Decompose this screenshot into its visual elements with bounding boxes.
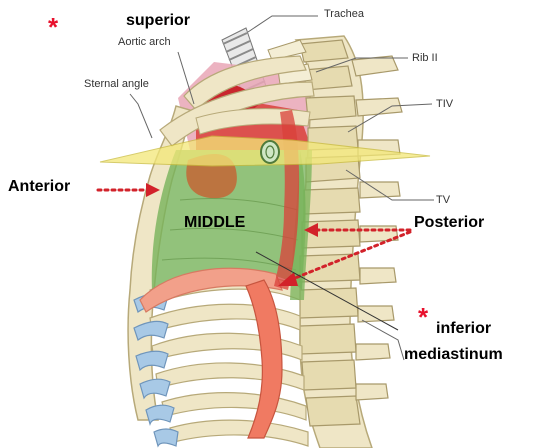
aortic-arch-label: Aortic arch <box>118 36 171 48</box>
mediastinum-label: mediastinum <box>404 346 503 364</box>
posterior-label: Posterior <box>414 214 484 232</box>
anterior-label: Anterior <box>8 178 70 196</box>
superior-label: superior <box>126 12 190 30</box>
trachea-label: Trachea <box>324 8 364 20</box>
rib-ii-label: Rib II <box>412 52 438 64</box>
tiv-label: TIV <box>436 98 453 110</box>
inferior-star-marker: * <box>418 302 428 333</box>
middle-label: MIDDLE <box>184 214 245 232</box>
sternal-angle-label: Sternal angle <box>84 78 149 90</box>
superior-star-marker: * <box>48 12 58 43</box>
inferior-label: inferior <box>436 320 491 338</box>
tv-label: TV <box>436 194 450 206</box>
esophagus-ring <box>261 141 279 163</box>
